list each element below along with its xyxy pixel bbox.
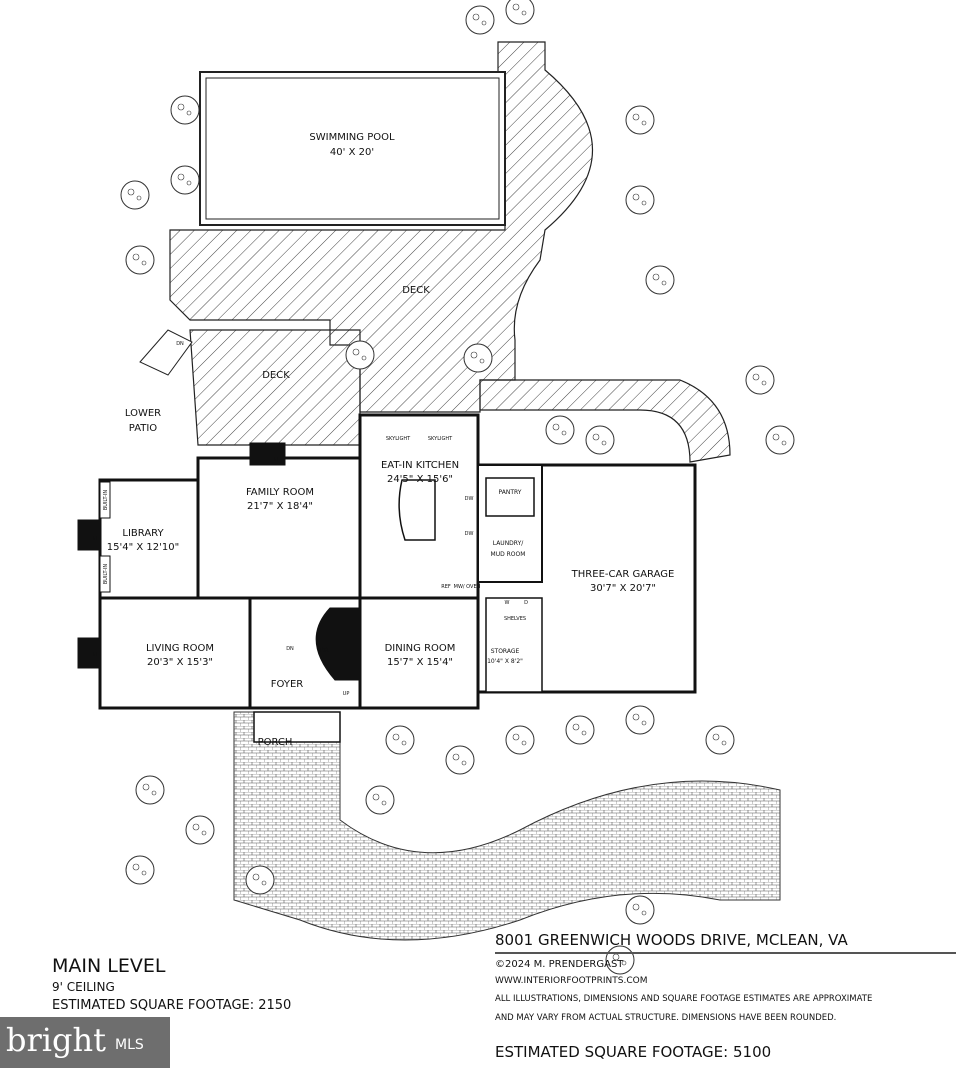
room-dims-library: 15'4" X 12'10" [107,542,179,553]
disclaimer-line-2: AND MAY VARY FROM ACTUAL STRUCTURE. DIME… [495,1013,837,1023]
room-name-storage: STORAGE [491,648,520,655]
washer-label: W [505,600,510,606]
room-dims-garage: 30'7" X 20'7" [590,583,656,594]
watermark-suffix: MLS [115,1037,144,1053]
room-dims-laundry: MUD ROOM [491,551,526,558]
room-name-deck-lower: DECK [262,370,290,381]
room-dims-lower-patio: PATIO [129,423,158,434]
shelves-label: SHELVES [504,616,526,622]
room-name-deck-upper: DECK [402,285,430,296]
stairs-up-label: UP [343,691,350,697]
website: WWW.INTERIORFOOTPRINTS.COM [495,976,648,986]
microwave-oven-label: MW/ OVEN [454,584,481,590]
room-name-lower-patio: LOWER [125,408,161,419]
walkway [233,711,781,941]
room-dims-family: 21'7" X 18'4" [247,501,313,512]
room-dims-living: 20'3" X 15'3" [147,657,213,668]
room-dims-kitchen: 24'5" X 15'6" [387,474,453,485]
room-name-laundry: LAUNDRY/ [493,540,525,547]
total-square-footage: ESTIMATED SQUARE FOOTAGE: 5100 [495,1043,772,1061]
room-dims-storage: 10'4" X 8'2" [487,658,523,665]
property-address: 8001 GREENWICH WOODS DRIVE, MCLEAN, VA [495,931,848,949]
room-dims-pool: 40' X 20' [330,147,374,158]
dishwasher-label: DW [465,531,474,537]
dishwasher-label: DW [465,496,474,502]
stairs-down-label: DN [176,341,184,347]
divider [495,952,956,954]
stairs-down-label: DN [286,646,294,652]
room-name-garage: THREE-CAR GARAGE [571,569,675,580]
room-dims-dining: 15'7" X 15'4" [387,657,453,668]
fireplace-label: FF [93,652,99,658]
bright-mls-watermark: bright MLS [0,1017,170,1068]
skylight-label: SKYLIGHT [428,436,453,442]
dryer-label: D [524,600,528,606]
watermark-brand: bright [6,1021,106,1059]
house-outline [77,413,697,743]
built-in-label: BUILT-IN [103,564,109,585]
room-name-pool: SWIMMING POOL [309,132,395,143]
built-in-label: BUILT-IN [103,490,109,511]
ceiling-height: 9' CEILING [52,980,115,994]
swimming-pool [199,71,506,226]
room-name-porch: PORCH [258,737,293,748]
room-name-family: FAMILY ROOM [246,487,314,498]
copyright: ©2024 M. PRENDERGAST [495,959,624,970]
room-name-library: LIBRARY [122,528,164,539]
room-name-powder: P.R. [320,647,331,654]
level-square-footage: ESTIMATED SQUARE FOOTAGE: 2150 [52,998,292,1013]
level-title: MAIN LEVEL [52,955,166,977]
fireplace-label: FF [93,536,99,542]
room-name-living: LIVING ROOM [146,643,214,654]
room-name-dining: DINING ROOM [385,643,456,654]
room-name-kitchen: EAT-IN KITCHEN [381,460,459,471]
disclaimer-line-1: ALL ILLUSTRATIONS, DIMENSIONS AND SQUARE… [495,994,873,1004]
room-name-foyer: FOYER [271,679,304,690]
room-name-pantry: PANTRY [499,489,522,496]
deck-area [139,41,731,463]
skylight-label: SKYLIGHT [386,436,411,442]
refrigerator-label: REF [441,584,451,590]
fireplace-label: FF [274,457,280,463]
